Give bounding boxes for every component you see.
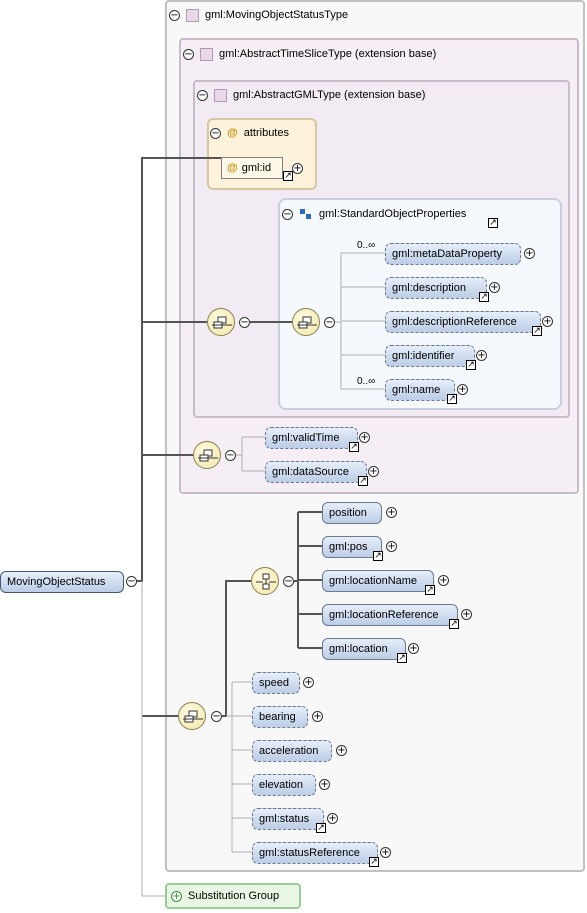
element-location-reference[interactable]: gml:locationReference xyxy=(322,604,458,626)
expand-icon[interactable]: + xyxy=(408,643,419,654)
collapse-icon[interactable]: − xyxy=(126,576,137,587)
expand-icon[interactable]: + xyxy=(336,745,347,756)
element-metadataproperty[interactable]: gml:metaDataProperty xyxy=(385,243,521,265)
attribute-at-icon: @ xyxy=(227,162,238,174)
element-speed[interactable]: speed xyxy=(252,672,300,694)
reference-arrow-icon: ↗ xyxy=(488,218,498,228)
expand-icon[interactable]: + xyxy=(524,248,535,259)
collapse-icon[interactable]: − xyxy=(283,576,294,587)
sequence-compositor-icon[interactable] xyxy=(207,308,235,336)
collapse-icon[interactable]: − xyxy=(183,48,194,60)
element-elevation[interactable]: elevation xyxy=(252,774,316,796)
reference-arrow-icon: ↗ xyxy=(358,476,368,486)
choice-compositor-icon[interactable] xyxy=(251,567,279,595)
complex-type-icon xyxy=(214,88,227,102)
expand-icon[interactable]: + xyxy=(327,813,338,824)
cardinality-label: 0..∞ xyxy=(357,376,376,387)
sequence-compositor-icon[interactable] xyxy=(178,702,206,730)
type-label: gml:AbstractTimeSliceType (extension bas… xyxy=(219,48,437,60)
reference-arrow-icon: ↗ xyxy=(373,551,383,561)
element-description-reference[interactable]: gml:descriptionReference xyxy=(385,311,541,333)
expand-icon[interactable]: + xyxy=(171,890,182,902)
sequence-compositor-icon[interactable] xyxy=(292,308,320,336)
expand-icon[interactable]: + xyxy=(359,432,370,443)
reference-arrow-icon: ↗ xyxy=(397,653,407,663)
element-name[interactable]: gml:name xyxy=(385,379,455,401)
moving-object-status-type-header[interactable]: − gml:MovingObjectStatusType xyxy=(169,6,348,24)
expand-icon[interactable]: + xyxy=(303,677,314,688)
expand-icon[interactable]: + xyxy=(461,609,472,620)
expand-icon[interactable]: + xyxy=(457,384,468,395)
attribute-gml-id[interactable]: @ gml:id xyxy=(221,157,283,179)
collapse-icon[interactable]: − xyxy=(324,317,335,328)
group-icon xyxy=(299,208,313,220)
timeslice-type-header[interactable]: − gml:AbstractTimeSliceType (extension b… xyxy=(183,45,436,63)
type-label: gml:AbstractGMLType (extension base) xyxy=(233,89,426,101)
collapse-icon[interactable]: − xyxy=(225,450,236,461)
cardinality-label: 0..∞ xyxy=(357,240,376,251)
element-position[interactable]: position xyxy=(322,502,382,524)
element-identifier[interactable]: gml:identifier xyxy=(385,345,475,367)
expand-icon[interactable]: + xyxy=(319,779,330,790)
sequence-compositor-icon[interactable] xyxy=(193,441,221,469)
element-gml-pos[interactable]: gml:pos xyxy=(322,536,382,558)
expand-icon[interactable]: + xyxy=(489,282,500,293)
reference-arrow-icon: ↗ xyxy=(449,619,459,629)
element-bearing[interactable]: bearing xyxy=(252,706,308,728)
collapse-icon[interactable]: − xyxy=(211,711,222,722)
reference-arrow-icon: ↗ xyxy=(369,857,379,867)
element-status-reference[interactable]: gml:statusReference xyxy=(252,842,378,864)
collapse-icon[interactable]: − xyxy=(282,208,293,220)
element-valid-time[interactable]: gml:validTime xyxy=(265,427,358,449)
attributes-title: attributes xyxy=(243,127,289,139)
type-label: gml:MovingObjectStatusType xyxy=(205,9,349,21)
substitution-group-label: Substitution Group xyxy=(188,890,280,902)
element-acceleration[interactable]: acceleration xyxy=(252,740,332,762)
expand-icon[interactable]: + xyxy=(386,541,397,552)
group-title: gml:StandardObjectProperties xyxy=(319,208,467,220)
reference-arrow-icon: ↗ xyxy=(466,360,476,370)
element-location-name[interactable]: gml:locationName xyxy=(322,570,434,592)
reference-arrow-icon: ↗ xyxy=(283,171,293,181)
reference-arrow-icon: ↗ xyxy=(479,292,489,302)
element-location[interactable]: gml:location xyxy=(322,638,406,660)
element-description[interactable]: gml:description xyxy=(385,277,487,299)
expand-icon[interactable]: + xyxy=(292,163,303,174)
reference-arrow-icon: ↗ xyxy=(316,823,326,833)
standard-object-properties-box xyxy=(278,198,562,410)
substitution-group-box[interactable]: + Substitution Group xyxy=(165,883,301,909)
reference-arrow-icon: ↗ xyxy=(532,326,542,336)
element-data-source[interactable]: gml:dataSource xyxy=(265,461,367,483)
complex-type-icon xyxy=(186,8,199,22)
element-status[interactable]: gml:status xyxy=(252,808,324,830)
collapse-icon[interactable]: − xyxy=(169,9,180,21)
expand-icon[interactable]: + xyxy=(476,350,487,361)
expand-icon[interactable]: + xyxy=(368,466,379,477)
root-element-moving-object-status[interactable]: MovingObjectStatus xyxy=(0,571,124,593)
complex-type-icon xyxy=(200,47,213,61)
reference-arrow-icon: ↗ xyxy=(425,585,435,595)
expand-icon[interactable]: + xyxy=(386,507,397,518)
expand-icon[interactable]: + xyxy=(438,575,449,586)
collapse-icon[interactable]: − xyxy=(210,127,221,139)
attributes-header[interactable]: − @ attributes xyxy=(210,124,289,142)
expand-icon[interactable]: + xyxy=(380,847,391,858)
expand-icon[interactable]: + xyxy=(542,316,553,327)
attribute-at-icon: @ xyxy=(227,127,238,139)
collapse-icon[interactable]: − xyxy=(197,89,208,101)
collapse-icon[interactable]: − xyxy=(239,317,250,328)
standard-object-properties-header[interactable]: − gml:StandardObjectProperties xyxy=(282,205,466,223)
attribute-id-label: gml:id xyxy=(241,162,272,174)
expand-icon[interactable]: + xyxy=(312,711,323,722)
reference-arrow-icon: ↗ xyxy=(447,394,457,404)
reference-arrow-icon: ↗ xyxy=(349,442,359,452)
gml-type-header[interactable]: − gml:AbstractGMLType (extension base) xyxy=(197,86,425,104)
